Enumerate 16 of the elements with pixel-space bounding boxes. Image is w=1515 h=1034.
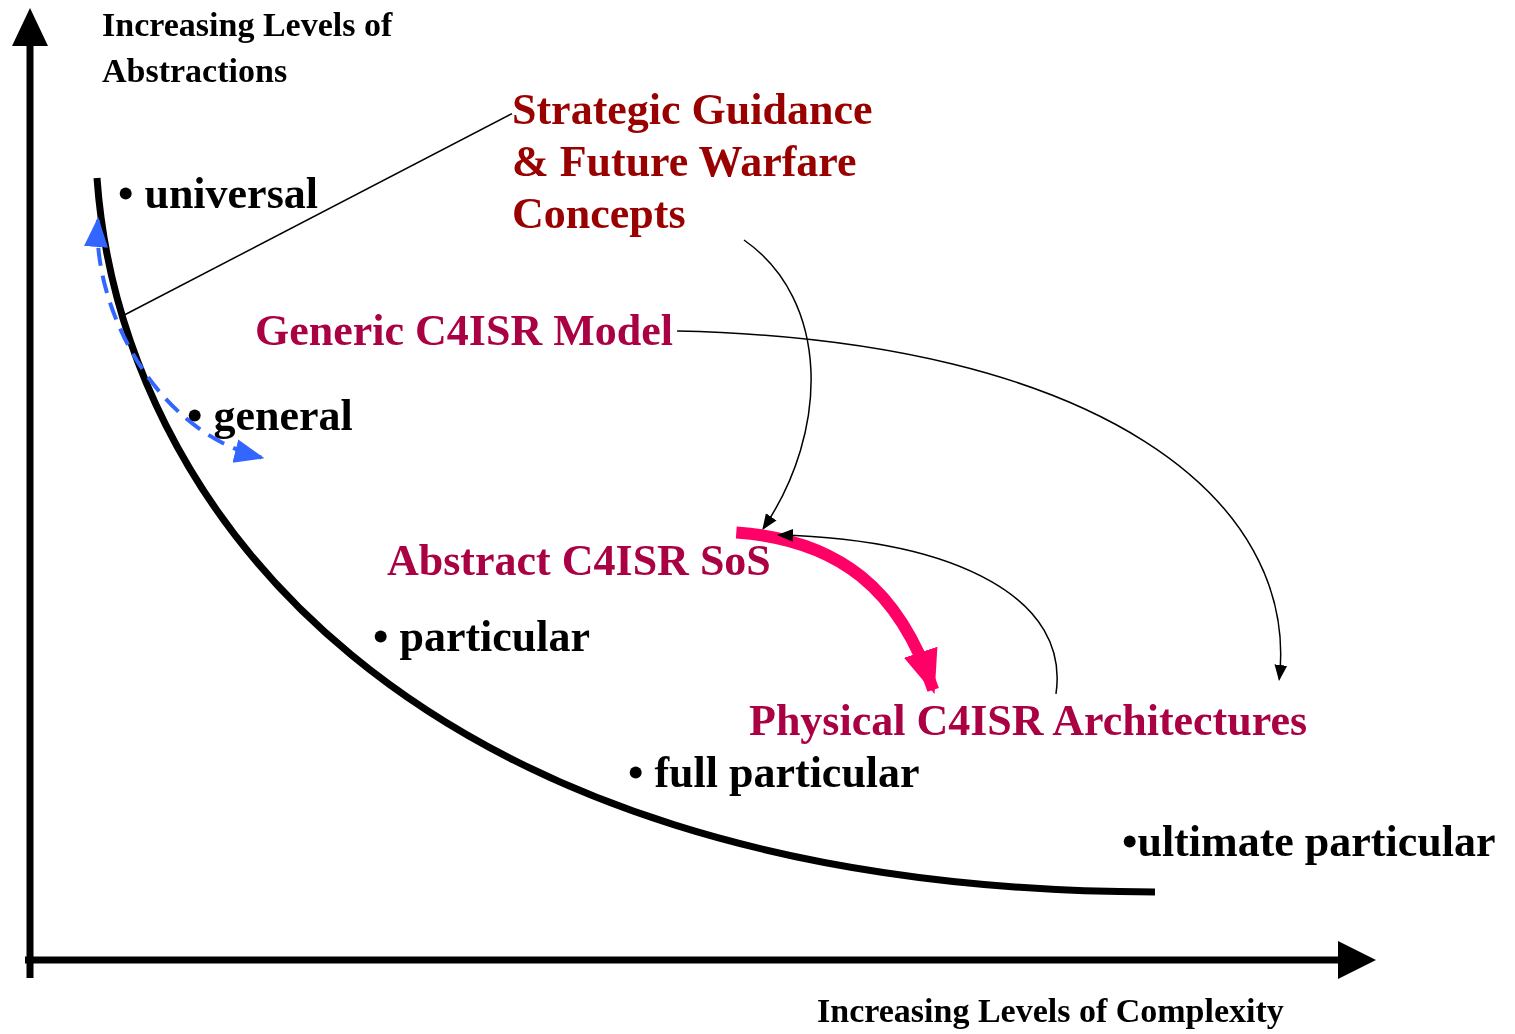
curve-point-label: • universal [118,168,318,220]
arrow [743,239,812,531]
curve-point-label: • full particular [628,747,920,799]
curve-point-label: •ultimate particular [1122,816,1496,868]
model-label: Physical C4ISR Architectures [749,695,1308,747]
model-label: Abstract C4ISR SoS [387,535,771,587]
arrow [676,330,1286,681]
axis-title: Increasing Levels of Abstractions [102,5,394,91]
dashed-arrow [85,217,265,461]
concept-label: Strategic Guidance & Future Warfare Concepts [512,84,912,240]
curve-point-label: • particular [373,611,591,663]
curve-point-label: • general [187,390,353,442]
arrow [776,529,1058,695]
model-label: Generic C4ISR Model [255,305,673,357]
axis-title: Increasing Levels of Complexity [817,991,1284,1031]
arrow [735,526,939,694]
